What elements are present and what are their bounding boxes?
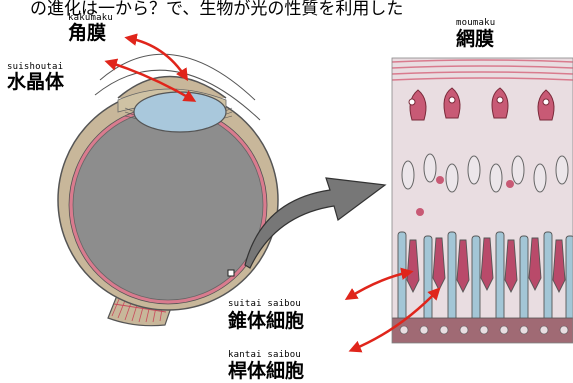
- cone-label: 錐体細胞: [228, 312, 304, 331]
- lens-label: 水晶体: [7, 73, 64, 92]
- rod-ruby: kantai saibou: [228, 351, 301, 360]
- retina-ruby: moumaku: [456, 19, 495, 28]
- cone-ruby: suitai saibou: [228, 300, 301, 309]
- retina-section: [392, 58, 573, 343]
- eyeball: [58, 54, 278, 325]
- cornea-label: 角膜: [68, 24, 106, 43]
- retina-label: 網膜: [456, 30, 494, 49]
- rod-label: 桿体細胞: [228, 362, 304, 381]
